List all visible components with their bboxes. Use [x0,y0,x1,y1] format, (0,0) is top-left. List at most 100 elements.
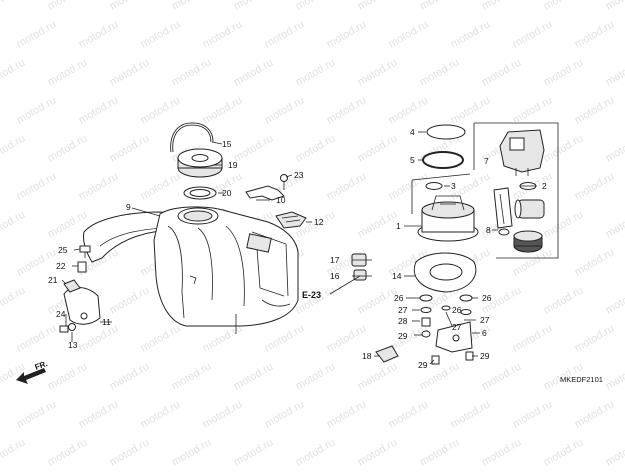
collar-22 [77,261,87,273]
watermark-text: motod.ru [604,284,625,316]
callout-23: 23 [294,170,304,180]
fuel-cap [177,148,223,178]
watermark-text: motod.ru [46,208,90,240]
callout-4: 4 [410,127,415,137]
watermark-text: motod.ru [511,18,555,50]
watermark-text: motod.ru [449,18,493,50]
watermark-text: motod.ru [170,436,214,468]
watermark-text: motod.ru [15,170,59,202]
watermark-text: motod.ru [356,0,400,13]
callout-8: 8 [486,225,491,235]
callout-29-left: 29 [398,331,408,341]
watermark-text: motod.ru [573,246,617,278]
callout-27-right: 27 [480,315,490,325]
washer-13 [68,323,76,331]
watermark-text: motod.ru [325,398,369,430]
watermark-text: motod.ru [139,18,183,50]
watermark-text: motod.ru [542,0,586,13]
watermark-text: motod.ru [77,398,121,430]
watermark-text: motod.ru [201,398,245,430]
watermark-text: motod.ru [108,436,152,468]
fuel-cap-gasket [183,186,217,200]
watermark-text: motod.ru [387,18,431,50]
watermark-text: motod.ru [46,56,90,88]
watermark-text: motod.ru [604,0,625,13]
watermark-text: motod.ru [511,398,555,430]
watermark-text: motod.ru [294,56,338,88]
watermark-text: motod.ru [387,94,431,126]
watermark-text: motod.ru [15,398,59,430]
watermark-text: motod.ru [542,132,586,164]
callout-28: 28 [398,316,408,326]
watermark-text: motod.ru [480,436,524,468]
pump-base [513,230,543,253]
watermark-text: motod.ru [170,56,214,88]
callout-16: 16 [330,271,340,281]
watermark-text: motod.ru [573,94,617,126]
watermark-text: motod.ru [294,0,338,13]
bolt-29 [431,351,474,365]
watermark-text: motod.ru [604,56,625,88]
pump-motor [514,199,545,219]
breather-tube [170,122,214,153]
watermark-text: motod.ru [418,56,462,88]
watermark-text: motod.ru [139,94,183,126]
callout-29-bottom: 29 [418,360,428,370]
watermark-text: motod.ru [573,398,617,430]
watermark-text: motod.ru [139,322,183,354]
watermark-text: motod.ru [15,322,59,354]
clip-18 [375,345,399,363]
watermark-text: motod.ru [232,360,276,392]
watermark-text: motod.ru [77,18,121,50]
watermark-text: motod.ru [573,18,617,50]
watermark-text: motod.ru [542,436,586,468]
oring-5 [422,151,464,169]
watermark-text: motod.ru [232,56,276,88]
watermark-text: motod.ru [46,436,90,468]
watermark-text: motod.ru [0,132,27,164]
callout-10: 10 [276,195,286,205]
watermark-text: motod.ru [263,18,307,50]
watermark-text: motod.ru [77,170,121,202]
watermark-text: motod.ru [170,0,214,13]
callout-2: 2 [542,181,547,191]
fuel-pump-kit-frame [411,122,559,259]
watermark-text: motod.ru [232,132,276,164]
watermark-text: motod.ru [511,322,555,354]
grommet-21 [63,279,81,293]
washers-26-27-28 [419,294,473,338]
watermark-text: motod.ru [604,436,625,468]
callout-27-left: 27 [398,305,408,315]
watermark-text: motod.ru [0,436,27,468]
watermark-text: motod.ru [542,208,586,240]
watermark-text: motod.ru [387,170,431,202]
fuel-tank [83,206,299,334]
watermark-text: motod.ru [356,208,400,240]
watermark-text: motod.ru [15,18,59,50]
watermark-text: motod.ru [449,94,493,126]
watermark-text: motod.ru [46,132,90,164]
watermark-text: motod.ru [108,132,152,164]
bolt-24 [59,325,69,333]
callout-12: 12 [314,217,324,227]
watermark-text: motod.ru [46,0,90,13]
callout-3: 3 [451,181,456,191]
watermark-text: motod.ru [201,94,245,126]
leader-lines [61,131,536,365]
watermark-text: motod.ru [294,360,338,392]
watermark-text: motod.ru [0,284,27,316]
watermark-text: motod.ru [108,0,152,13]
tank-mount-11 [63,287,101,325]
watermark-text: motod.ru [480,56,524,88]
callout-26-right: 26 [482,293,492,303]
watermark-text: motod.ru [542,56,586,88]
callout-1: 1 [396,221,401,231]
callout-5: 5 [410,155,415,165]
watermark-text: motod.ru [263,322,307,354]
bolt-23 [280,174,288,190]
watermark-text: motod.ru [356,132,400,164]
watermark-text: motod.ru [15,94,59,126]
callout-7: 7 [484,156,489,166]
watermark-text: motod.ru [0,56,27,88]
